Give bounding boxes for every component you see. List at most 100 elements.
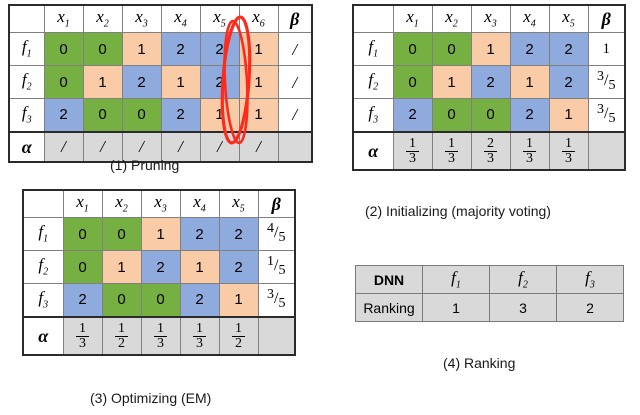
cell-f2-x5: 2 <box>218 250 259 284</box>
ranking-table: DNN f1 f2 f3 Ranking 1 3 2 <box>355 265 624 322</box>
cell-f3-x2: 0 <box>101 283 142 317</box>
cell-f1-x4: 2 <box>160 32 201 66</box>
panel-pruning: x1 x2 x3 x4 x5 x6 β f1 0 0 1 2 2 1 / f2 … <box>8 4 313 163</box>
col-header-x1: x1 <box>62 189 103 218</box>
table-header-row: DNN f1 f2 f3 <box>355 265 624 294</box>
cell-f3-x2: 0 <box>82 98 123 132</box>
cell-f2-x5: 2 <box>199 65 240 99</box>
caption-optimizing: (3) Optimizing (EM) <box>90 390 212 406</box>
cell-f1-x5: 2 <box>218 217 259 251</box>
row-label-f2: f2 <box>352 65 394 99</box>
table-row: Ranking 1 3 2 <box>355 293 624 322</box>
cell-f2-x3: 2 <box>140 250 181 284</box>
cell-f1-x5: 2 <box>199 32 240 66</box>
table-row: f1 0 0 1 2 2 1 <box>352 32 626 66</box>
col-header-x1: x1 <box>43 4 84 33</box>
row-label-f3: f3 <box>352 98 394 133</box>
col-header-x2: x2 <box>82 4 123 33</box>
cell-f1-x3: 1 <box>121 32 162 66</box>
col-header-beta: β <box>277 4 313 33</box>
cell-f3-x1: 2 <box>392 98 433 132</box>
panel-ranking: DNN f1 f2 f3 Ranking 1 3 2 <box>355 265 624 322</box>
cell-alpha-x6: / <box>238 130 279 162</box>
cell-f1-x1: 0 <box>43 32 84 66</box>
cell-f3-x3: 0 <box>121 98 162 132</box>
col-header-x2: x2 <box>101 189 142 218</box>
table-header-row: x1 x2 x3 x4 x5 x6 β <box>8 4 313 33</box>
cell-f1-x4: 2 <box>509 32 550 66</box>
cell-f2-beta: 1/5 <box>257 250 296 284</box>
col-header-x5: x5 <box>548 4 589 33</box>
cell-alpha-x4: / <box>160 130 201 162</box>
cell-alpha-x1: / <box>43 130 84 162</box>
cell-f2-x6: 1 <box>238 65 279 99</box>
ranking-header-dnn: DNN <box>355 265 423 294</box>
cell-f1-x6: 1 <box>238 32 279 66</box>
cell-f3-x4: 2 <box>509 98 550 132</box>
caption-ranking: (4) Ranking <box>443 355 516 371</box>
cell-f2-x2: 1 <box>431 65 472 99</box>
cell-f2-x1: 0 <box>392 65 433 99</box>
table-header-row: x1 x2 x3 x4 x5 β <box>352 4 626 33</box>
caption-pruning: (1) Pruning <box>110 157 180 173</box>
col-header-x5: x5 <box>218 189 259 218</box>
panel-initializing: x1 x2 x3 x4 x5 β f1 0 0 1 2 2 1 f2 0 1 2 <box>352 4 626 171</box>
optimizing-matrix-table: x1 x2 x3 x4 x5 β f1 0 0 1 2 2 4/5 f2 0 <box>22 189 296 356</box>
col-header-beta: β <box>257 189 296 218</box>
row-label-f1: f1 <box>22 217 64 251</box>
cell-f3-x2: 0 <box>431 98 472 132</box>
cell-f2-x3: 2 <box>470 65 511 99</box>
cell-f2-x2: 1 <box>101 250 142 284</box>
cell-f1-x4: 2 <box>179 217 220 251</box>
ranking-header-f3: f3 <box>556 265 624 294</box>
cell-f3-x6: 1 <box>238 98 279 132</box>
cell-f1-x1: 0 <box>62 217 103 251</box>
ranking-value-f2: 3 <box>489 293 557 322</box>
table-row: f1 0 0 1 2 2 4/5 <box>22 217 296 251</box>
col-header-x5: x5 <box>199 4 240 33</box>
ranking-value-f1: 1 <box>422 293 490 322</box>
cell-f1-beta: / <box>277 32 313 66</box>
cell-f1-x2: 0 <box>101 217 142 251</box>
cell-f3-x5: 1 <box>218 283 259 317</box>
cell-f2-beta: 3/5 <box>587 65 626 99</box>
table-row: f2 0 1 2 1 2 1 / <box>8 65 313 99</box>
ranking-value-f3: 2 <box>556 293 624 322</box>
cell-f3-x1: 2 <box>62 283 103 317</box>
caption-initializing: (2) Initializing (majority voting) <box>365 203 551 219</box>
table-header-row: x1 x2 x3 x4 x5 β <box>22 189 296 218</box>
col-header-x3: x3 <box>140 189 181 218</box>
cell-f2-x4: 1 <box>179 250 220 284</box>
cell-f3-x4: 2 <box>160 98 201 132</box>
cell-f1-x5: 2 <box>548 32 589 66</box>
row-label-f1: f1 <box>352 32 394 66</box>
table-row: f2 0 1 2 1 2 3/5 <box>352 65 626 99</box>
cell-f2-x4: 1 <box>509 65 550 99</box>
cell-f3-beta: / <box>277 98 313 132</box>
cell-f1-beta: 4/5 <box>257 217 296 251</box>
cell-f1-x2: 0 <box>431 32 472 66</box>
cell-f1-x3: 1 <box>140 217 181 251</box>
cell-alpha-x2: / <box>82 130 123 162</box>
cell-f1-beta: 1 <box>587 32 626 66</box>
cell-f1-x3: 1 <box>470 32 511 66</box>
col-header-x4: x4 <box>509 4 550 33</box>
cell-alpha-beta <box>587 130 626 170</box>
ranking-header-f1: f1 <box>422 265 490 294</box>
cell-f3-x4: 2 <box>179 283 220 317</box>
cell-f2-x1: 0 <box>62 250 103 284</box>
cell-f2-beta: / <box>277 65 313 99</box>
cell-f2-x2: 1 <box>82 65 123 99</box>
row-label-alpha: α <box>22 315 64 355</box>
cell-f3-beta: 3/5 <box>587 98 626 132</box>
